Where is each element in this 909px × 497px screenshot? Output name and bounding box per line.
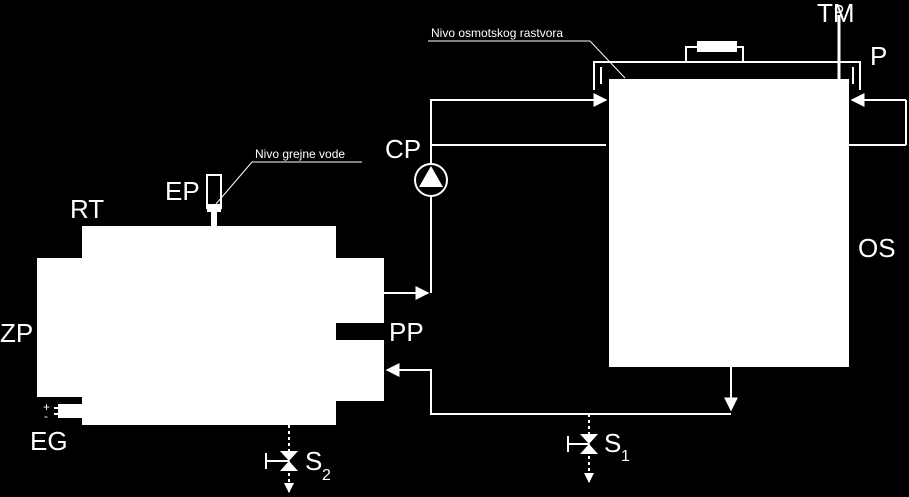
- label-s2: S: [305, 446, 322, 476]
- eg-terminals: [54, 407, 60, 415]
- cp-pump: [414, 163, 448, 197]
- label-os: OS: [858, 233, 896, 263]
- heating-level-leader: [215, 161, 253, 205]
- label-p: P: [870, 41, 887, 71]
- label-heating-water-level: Nivo grejne vode: [255, 147, 345, 161]
- thermometer: [834, 4, 844, 80]
- label-s1: S: [604, 428, 621, 458]
- label-s2-index: 2: [322, 467, 331, 484]
- label-s1-index: 1: [621, 448, 630, 465]
- eg-plus-sign: +: [43, 400, 50, 414]
- label-rt: RT: [70, 194, 104, 224]
- label-pp: PP: [389, 317, 424, 347]
- label-cp: CP: [385, 134, 421, 164]
- lid-heater: [697, 41, 737, 52]
- label-zp: ZP: [0, 318, 33, 348]
- label-tm: TM: [817, 0, 855, 28]
- piping: [284, 93, 907, 493]
- osmotic-vessel: [609, 79, 849, 367]
- eg-minus-sign: -: [44, 409, 48, 423]
- heating-tank: [37, 226, 384, 425]
- label-osmotic-level: Nivo osmotskog rastvora: [431, 26, 563, 40]
- label-eg: EG: [30, 426, 68, 456]
- s2-valve: [265, 451, 298, 471]
- s1-valve: [567, 434, 598, 454]
- ep-level-sensor: [206, 174, 222, 226]
- label-ep: EP: [165, 176, 200, 206]
- osmotic-level-leader: [589, 40, 626, 79]
